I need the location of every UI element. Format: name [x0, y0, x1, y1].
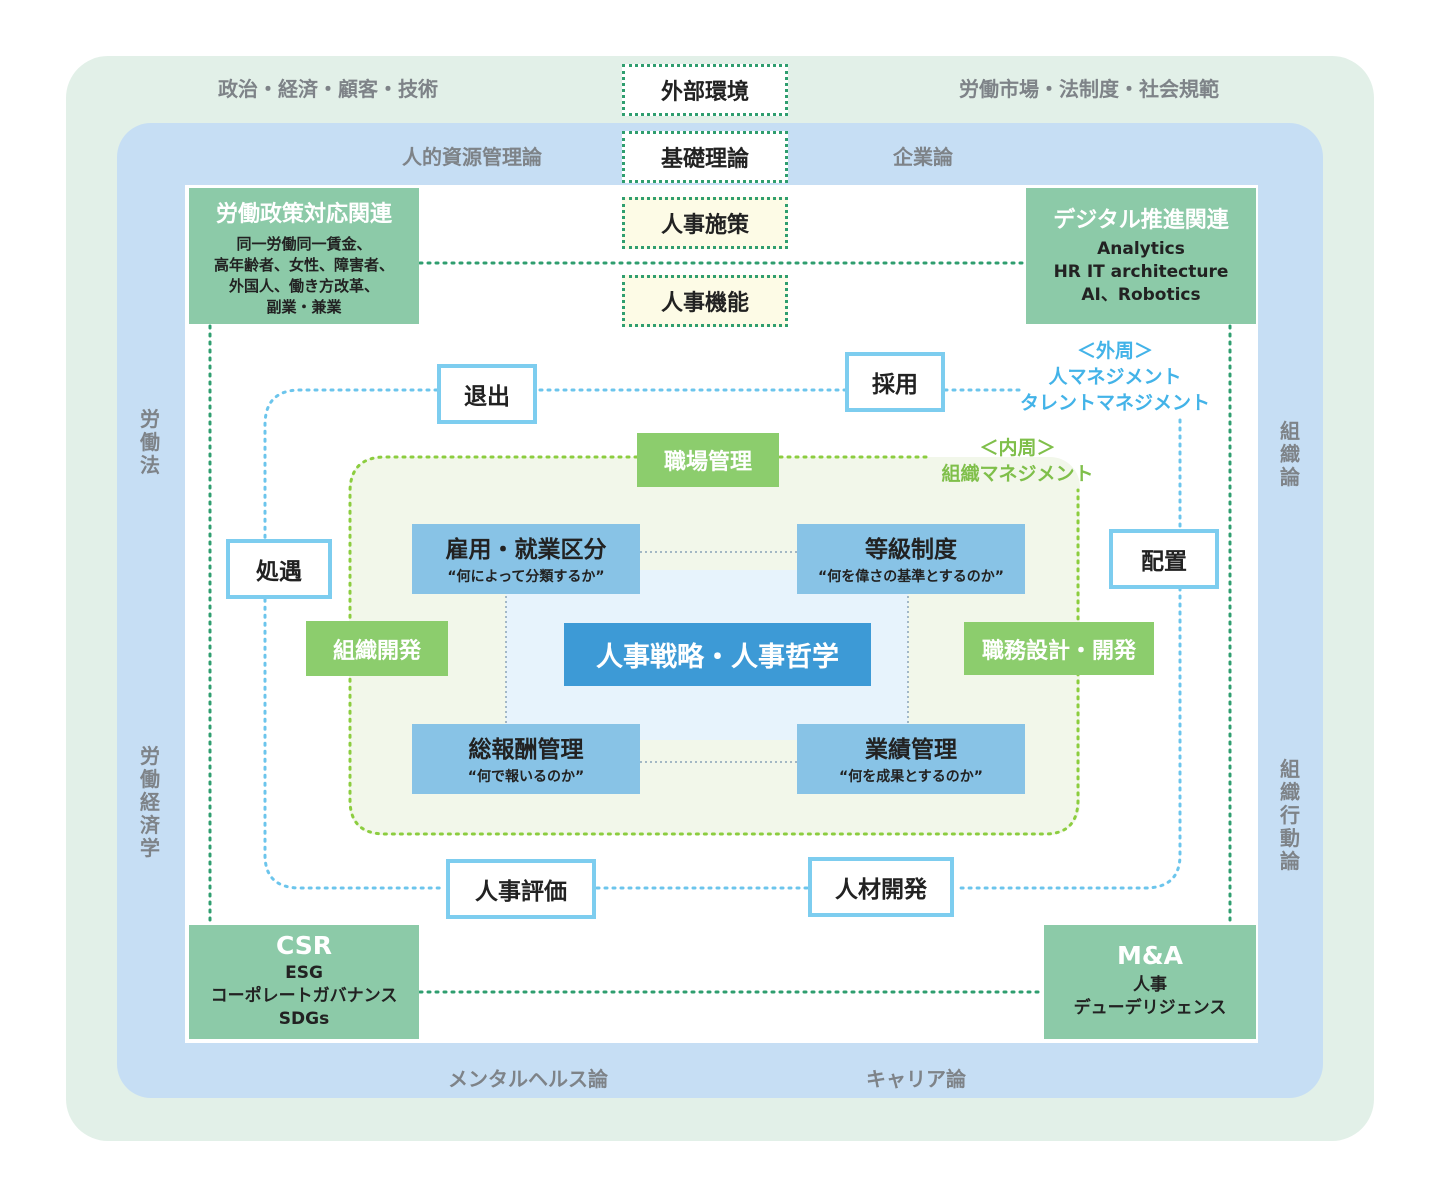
card-csr-title: CSR [275, 931, 333, 960]
card-digital-line: Analytics [1097, 239, 1185, 259]
card-csr-line: ESG [285, 963, 323, 983]
card-csr-line: SDGs [278, 1009, 330, 1029]
outer-label-labor-market: 労働市場・法制度・社会規範 [959, 77, 1219, 101]
hr-function-org-development: 組織開発 [306, 621, 448, 676]
inner-cycle-heading: ＜内周＞ [979, 437, 1056, 459]
layer-external-environment: 外部環境 [622, 64, 788, 116]
core-grade-system: 等級制度 “何を偉さの基準とするのか” [797, 524, 1025, 594]
hr-function-treatment: 処遇 [226, 539, 332, 599]
core-performance-management: 業績管理 “何を成果とするのか” [797, 724, 1025, 794]
theory-label-career: キャリア論 [866, 1067, 966, 1091]
outer-cycle-line1: 人マネジメント [1048, 366, 1182, 388]
core-grade-system-title: 等級制度 [865, 537, 957, 563]
core-total-rewards: 総報酬管理 “何で報いるのか” [412, 724, 640, 794]
core-grade-system-sub: “何を偉さの基準とするのか” [818, 569, 1004, 585]
theory-label-corporate: 企業論 [893, 145, 953, 169]
card-ma: M&A 人事 デューデリジェンス [1044, 925, 1256, 1039]
card-digital-line: HR IT architecture [1053, 262, 1229, 282]
hr-function-workplace-management: 職場管理 [637, 433, 779, 487]
card-csr: CSR ESG コーポレートガバナンス SDGs [189, 925, 419, 1039]
hr-function-exit: 退出 [437, 364, 537, 424]
core-performance-management-title: 業績管理 [865, 737, 957, 763]
card-digital-title: デジタル推進関連 [1053, 208, 1229, 233]
theory-label-labor-law: 労働法 [140, 407, 160, 477]
core-employment-category-sub: “何によって分類するか” [447, 569, 605, 585]
card-ma-line: デューデリジェンス [1073, 998, 1227, 1018]
theory-label-org-behavior: 組織行動論 [1280, 757, 1300, 873]
theory-label-hrm: 人的資源管理論 [402, 145, 542, 169]
hr-function-job-design: 職務設計・開発 [964, 622, 1154, 675]
card-ma-title: M&A [1116, 941, 1184, 970]
card-digital: デジタル推進関連 Analytics HR IT architecture AI… [1026, 188, 1256, 324]
core-total-rewards-sub: “何で報いるのか” [467, 769, 585, 785]
theory-label-labor-economics: 労働経済学 [140, 744, 160, 860]
outer-label-politics: 政治・経済・顧客・技術 [218, 77, 438, 101]
layer-basic-theory: 基礎理論 [622, 131, 788, 183]
inner-cycle-line1: 組織マネジメント [941, 463, 1094, 485]
core-total-rewards-title: 総報酬管理 [468, 737, 584, 763]
card-csr-line: コーポレートガバナンス [210, 986, 398, 1006]
core-employment-category-title: 雇用・就業区分 [445, 537, 607, 563]
hr-function-evaluation: 人事評価 [446, 859, 596, 919]
hr-function-recruitment: 採用 [845, 352, 945, 412]
card-labor-policy-title: 労働政策対応関連 [215, 202, 392, 227]
theory-label-mental-health: メンタルヘルス論 [448, 1067, 608, 1091]
layer-hr-function: 人事機能 [622, 275, 788, 327]
card-labor-policy: 労働政策対応関連 同一労働同一賃金、 高年齢者、女性、障害者、 外国人、働き方改… [189, 188, 419, 324]
hr-strategy-philosophy: 人事戦略・人事哲学 [564, 623, 871, 686]
card-labor-policy-line: 外国人、働き方改革、 [228, 277, 379, 295]
core-employment-category: 雇用・就業区分 “何によって分類するか” [412, 524, 640, 594]
inner-cycle-caption: ＜内周＞ 組織マネジメント [925, 435, 1110, 487]
outer-cycle-heading: ＜外周＞ [1076, 340, 1153, 362]
theory-label-organization: 組織論 [1280, 419, 1300, 489]
hr-function-talent-development: 人材開発 [808, 857, 954, 917]
hr-function-placement: 配置 [1109, 529, 1219, 589]
card-digital-line: AI、Robotics [1081, 285, 1201, 305]
core-performance-management-sub: “何を成果とするのか” [839, 769, 983, 785]
layer-hr-policy: 人事施策 [622, 197, 788, 249]
card-labor-policy-line: 副業・兼業 [266, 298, 342, 316]
outer-cycle-line2: タレントマネジメント [1019, 392, 1210, 414]
card-labor-policy-line: 高年齢者、女性、障害者、 [213, 256, 394, 274]
outer-cycle-caption: ＜外周＞ 人マネジメント タレントマネジメント [1010, 338, 1220, 416]
card-labor-policy-line: 同一労働同一賃金、 [236, 235, 372, 253]
card-ma-line: 人事 [1133, 975, 1167, 995]
